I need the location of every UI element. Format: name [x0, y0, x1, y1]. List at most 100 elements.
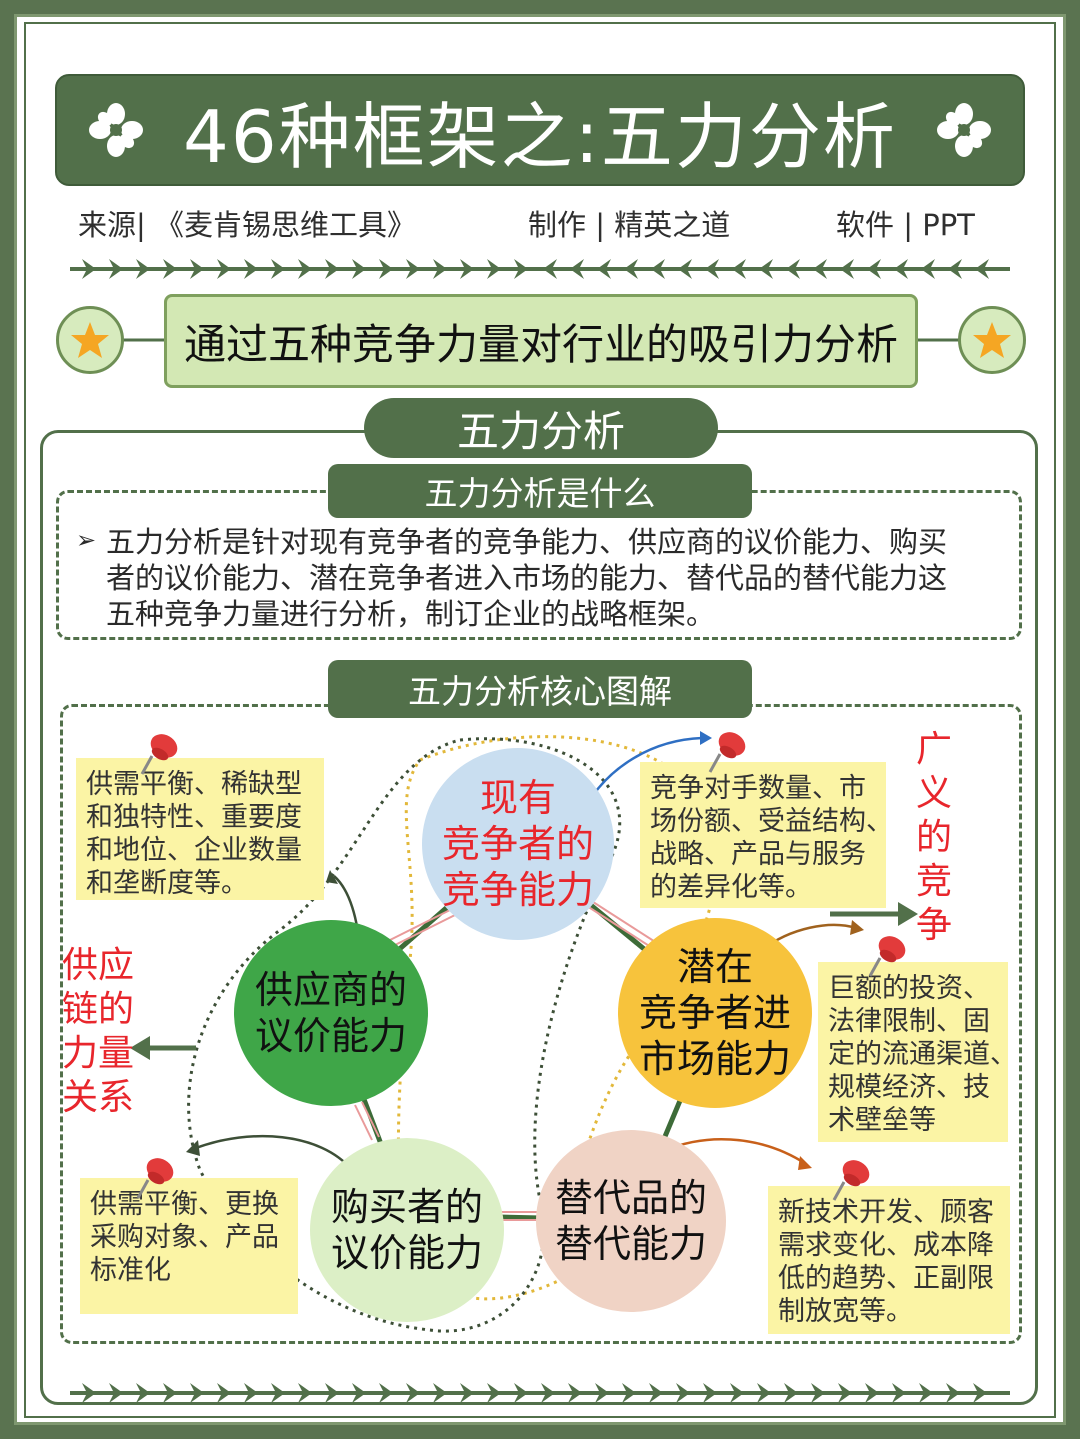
page-title: 46种框架之:五力分析 [183, 94, 897, 179]
vine-leaf [946, 1383, 960, 1403]
circle-label: 购买者的 [330, 1185, 483, 1229]
note-line: 供需平衡、更换 [90, 1189, 279, 1220]
vine-leaf [298, 1383, 312, 1403]
vine-leaf [82, 1383, 96, 1403]
substitute-circle: 替代品的 替代能力 [536, 1130, 726, 1312]
circle-label: 替代品的 [554, 1176, 707, 1220]
note-line: 战略、产品与服务 [650, 839, 866, 870]
vine-leaf [757, 1383, 771, 1403]
vine-leaf [325, 259, 339, 279]
vine-leaf [597, 259, 611, 279]
note-line: 低的趋势、正副限 [778, 1263, 994, 1294]
vine-leaf [460, 259, 474, 279]
note-line: 新技术开发、顾客 [778, 1197, 994, 1228]
vine-leaf [406, 1383, 420, 1403]
vine-leaf [865, 1383, 879, 1403]
vine-leaf [676, 1383, 690, 1403]
vine-leaf [379, 259, 393, 279]
buyer-circle: 购买者的 议价能力 [310, 1138, 504, 1322]
bullet-arrow-icon: ➢ [76, 526, 97, 554]
vine-leaf [892, 1383, 906, 1403]
vine-leaf [840, 259, 854, 279]
vine-leaf [678, 259, 692, 279]
vine-leaf [568, 1383, 582, 1403]
circle-label: 现有 [479, 776, 556, 820]
vine-leaf [541, 1383, 555, 1403]
vine-leaf [190, 259, 204, 279]
circle-label: 潜在 [676, 945, 753, 989]
vine-leaf [543, 259, 557, 279]
circle-label: 替代能力 [554, 1222, 707, 1266]
note-line: 和地位、企业数量 [86, 835, 302, 866]
note-line: 标准化 [90, 1255, 171, 1286]
vine-leaf [622, 1383, 636, 1403]
vine-leaf [487, 259, 501, 279]
pushpin-icon [136, 1158, 174, 1199]
substitute-factors-note: 新技术开发、顾客 需求变化、成本降 低的趋势、正副限 制放宽等。 [768, 1186, 1010, 1334]
pushpin-icon [832, 1160, 870, 1201]
vine-leaf [271, 1383, 285, 1403]
inner-frame [24, 22, 1056, 1418]
note-line: 采购对象、产品 [90, 1222, 279, 1253]
rivalry-factors-note: 竞争对手数量、市 场份额、受益结构、 战略、产品与服务 的差异化等。 [640, 762, 893, 908]
note-line: 巨额的投资、 [828, 973, 990, 1004]
vine-leaf [82, 259, 96, 279]
vine-leaf [649, 1383, 663, 1403]
broad-competition-label: 广 义 的 竞 争 [916, 728, 952, 948]
main-heading: 五力分析 [364, 398, 718, 458]
vine-leaf [325, 1383, 339, 1403]
entrant-factors-note: 巨额的投资、 法律限制、固 定的流通渠道、 规模经济、技 术壁垒等 [818, 962, 1017, 1142]
vine-leaf [163, 1383, 177, 1403]
note-line: 制放宽等。 [778, 1296, 913, 1327]
vine-leaf [514, 259, 528, 279]
vine-leaf [109, 259, 123, 279]
circle-label: 市场能力 [638, 1037, 791, 1081]
note-line: 供需平衡、稀缺型 [86, 769, 302, 800]
vine-leaf [190, 1383, 204, 1403]
vine-leaf [703, 1383, 717, 1403]
vine-leaf [514, 1383, 528, 1403]
vine-leaf [732, 259, 746, 279]
note-line: 需求变化、成本降 [778, 1230, 994, 1261]
vine-leaf [217, 1383, 231, 1403]
circle-label: 议价能力 [330, 1231, 483, 1275]
vine-leaf [271, 259, 285, 279]
vine-leaf [759, 259, 773, 279]
star-icon [56, 306, 124, 374]
vine-leaf [624, 259, 638, 279]
circle-label: 议价能力 [254, 1014, 407, 1058]
label-char: 争 [916, 905, 953, 946]
label-line: 供应 [62, 945, 135, 986]
supply-chain-label: 供应 链的 力量 关系 [62, 944, 134, 1120]
vine-leaf [651, 259, 665, 279]
flower-icon [89, 103, 143, 157]
definition-line: 五力分析是针对现有竞争者的竞争能力、供应商的议价能力、购买 [106, 525, 948, 559]
vine-leaf [433, 1383, 447, 1403]
definition-line: 五种竞争力量进行分析，制订企业的战略框架。 [106, 597, 716, 631]
vine-leaf [975, 259, 989, 279]
subtitle-banner: 通过五种竞争力量对行业的吸引力分析 [164, 294, 918, 388]
label-line: 链的 [62, 989, 135, 1030]
definition-line: 者的议价能力、潜在竞争者进入市场的能力、替代品的替代能力这 [106, 561, 948, 595]
entrant-circle: 潜在 竞争者进 市场能力 [618, 918, 812, 1108]
vine-leaf [973, 1383, 987, 1403]
vine-leaf [352, 1383, 366, 1403]
pushpin-icon [868, 936, 906, 977]
label-char: 竞 [916, 861, 953, 902]
vine-leaf [406, 259, 420, 279]
vine-leaf [109, 1383, 123, 1403]
supplier-factors-note: 供需平衡、稀缺型 和独特性、重要度 和地位、企业数量 和垄断度等。 [76, 758, 324, 900]
section-tab-definition: 五力分析是什么 [328, 464, 752, 518]
source-text: 来源| 《麦肯锡思维工具》 [78, 208, 416, 242]
vine-leaf [570, 259, 584, 279]
note-line: 法律限制、固 [828, 1006, 990, 1037]
vine-leaf [813, 259, 827, 279]
vine-leaf [919, 1383, 933, 1403]
label-char: 广 [916, 729, 953, 770]
label-line: 关系 [62, 1077, 135, 1118]
note-line: 和独特性、重要度 [86, 802, 302, 833]
software-text: 软件 | PPT [836, 208, 975, 242]
label-char: 的 [916, 817, 953, 858]
supply-chain-boundary [187, 737, 622, 1333]
vine-leaf [786, 259, 800, 279]
